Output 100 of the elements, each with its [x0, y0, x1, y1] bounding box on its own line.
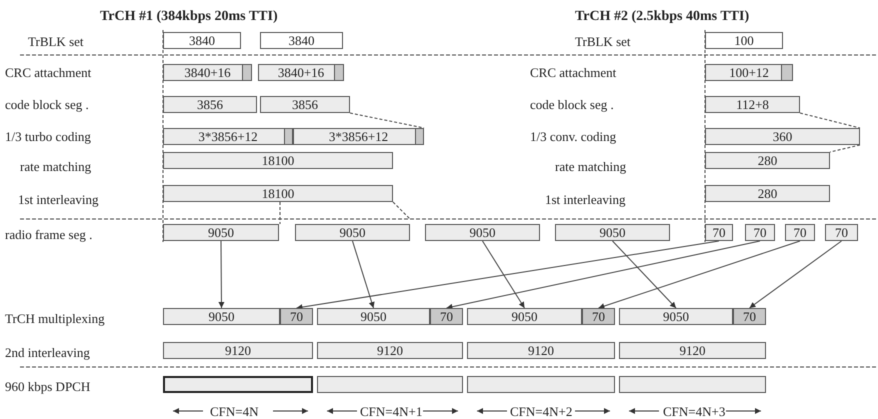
- arrow: [352, 240, 375, 308]
- step-label: CRC attachment: [5, 66, 92, 79]
- frame-box: [163, 376, 313, 393]
- step-label: 1st interleaving: [18, 193, 99, 206]
- block-size-text: 70: [592, 310, 605, 323]
- step-label: CRC attachment: [530, 66, 616, 79]
- step-label: TrBLK set: [575, 35, 631, 48]
- block-size-text: 280: [758, 154, 778, 167]
- data-block: [163, 128, 293, 145]
- channel-heading: TrCH #1 (384kbps 20ms TTI): [100, 10, 278, 24]
- step-label: 1st interleaving: [545, 193, 626, 206]
- block-size-text: 9050: [340, 226, 366, 239]
- step-label: TrCH multiplexing: [5, 312, 105, 325]
- data-block: [163, 32, 241, 49]
- block-size-text: 3856: [197, 98, 223, 111]
- block-size-text: 70: [835, 226, 848, 239]
- data-block: [705, 224, 733, 241]
- data-block: [785, 224, 815, 241]
- data-block: [430, 308, 463, 325]
- data-block: [825, 224, 858, 241]
- block-size-text: 9120: [225, 344, 251, 357]
- block-size-text: 70: [712, 226, 726, 239]
- step-label: TrBLK set: [28, 35, 84, 48]
- data-block: [317, 308, 430, 325]
- data-block: [163, 64, 252, 81]
- block-size-text: 70: [440, 310, 453, 323]
- arrow: [598, 240, 800, 309]
- block-size-text: 70: [754, 226, 766, 239]
- data-block: [163, 308, 280, 325]
- frame-number-label: CFN=4N+3: [663, 405, 726, 418]
- data-block: [163, 152, 393, 169]
- data-block: [258, 64, 344, 81]
- data-block: [260, 32, 343, 49]
- block-size-text: 9050: [512, 310, 538, 323]
- block-size-text: 3840+16: [278, 66, 324, 79]
- data-block: [582, 308, 615, 325]
- data-block: [619, 342, 766, 359]
- block-size-text: 100+12: [729, 66, 769, 79]
- block-size-text: 9050: [208, 310, 234, 323]
- data-block: [619, 308, 733, 325]
- data-block: [555, 224, 670, 241]
- step-label: rate matching: [20, 160, 92, 173]
- data-block: [317, 342, 463, 359]
- block-size-text: 3*3856+12: [198, 130, 258, 143]
- block-size-text: 9050: [360, 310, 386, 323]
- block-size-text: 9050: [663, 310, 689, 323]
- block-size-text: 18100: [262, 154, 294, 167]
- frame-box: [619, 376, 766, 393]
- step-label: rate matching: [555, 160, 626, 173]
- block-size-text: 18100: [262, 187, 294, 200]
- arrow: [296, 240, 720, 310]
- data-block: [425, 224, 540, 241]
- block-size-text: 9050: [600, 226, 626, 239]
- block-size-text: 9120: [528, 344, 554, 357]
- data-block: [705, 152, 830, 169]
- data-block: [745, 224, 775, 241]
- data-block: [163, 96, 257, 113]
- arrow: [612, 240, 676, 308]
- frame-number-label: CFN=4N+2: [510, 405, 572, 418]
- block-size-text: 3840+16: [184, 66, 231, 79]
- channel-heading: TrCH #2 (2.5kbps 40ms TTI): [575, 10, 750, 24]
- data-block: [293, 128, 424, 145]
- data-block: [295, 224, 410, 241]
- block-size-text: 3840: [189, 34, 215, 47]
- data-block: [163, 224, 279, 241]
- arrow: [482, 240, 525, 308]
- step-label: code block seg .: [530, 98, 614, 111]
- data-block: [467, 308, 582, 325]
- block-size-text: 360: [772, 130, 792, 143]
- block-size-text: 112+8: [736, 98, 769, 111]
- block-size-text: 9120: [680, 344, 706, 357]
- frame-number-label: CFN=4N: [210, 405, 259, 418]
- data-block: [163, 185, 393, 202]
- data-block: [280, 308, 313, 325]
- block-size-text: 280: [758, 187, 778, 200]
- step-label: 960 kbps DPCH: [5, 380, 90, 393]
- step-label: code block seg .: [5, 98, 89, 111]
- step-label: 2nd interleaving: [5, 346, 90, 359]
- data-block: [467, 342, 615, 359]
- block-size-text: 70: [290, 310, 303, 323]
- step-label: 1/3 turbo coding: [5, 130, 91, 143]
- block-size-text: 3856: [292, 98, 318, 111]
- data-block: [705, 185, 830, 202]
- block-size-text: 70: [794, 226, 806, 239]
- arrow: [218, 240, 224, 308]
- block-size-text: 70: [743, 310, 756, 323]
- frame-box: [317, 376, 463, 393]
- step-label: 1/3 conv. coding: [530, 130, 616, 143]
- arrow: [749, 240, 842, 308]
- block-size-text: 3840: [288, 34, 314, 47]
- block-size-text: 3*3856+12: [328, 130, 388, 143]
- block-size-text: 9120: [377, 344, 403, 357]
- block-size-text: 9050: [470, 226, 496, 239]
- data-block: [260, 96, 350, 113]
- data-block: [705, 64, 793, 81]
- data-block: [705, 128, 860, 145]
- block-size-text: 100: [734, 34, 754, 47]
- data-block: [733, 308, 766, 325]
- frame-number-label: CFN=4N+1: [360, 405, 422, 418]
- arrow: [446, 240, 760, 310]
